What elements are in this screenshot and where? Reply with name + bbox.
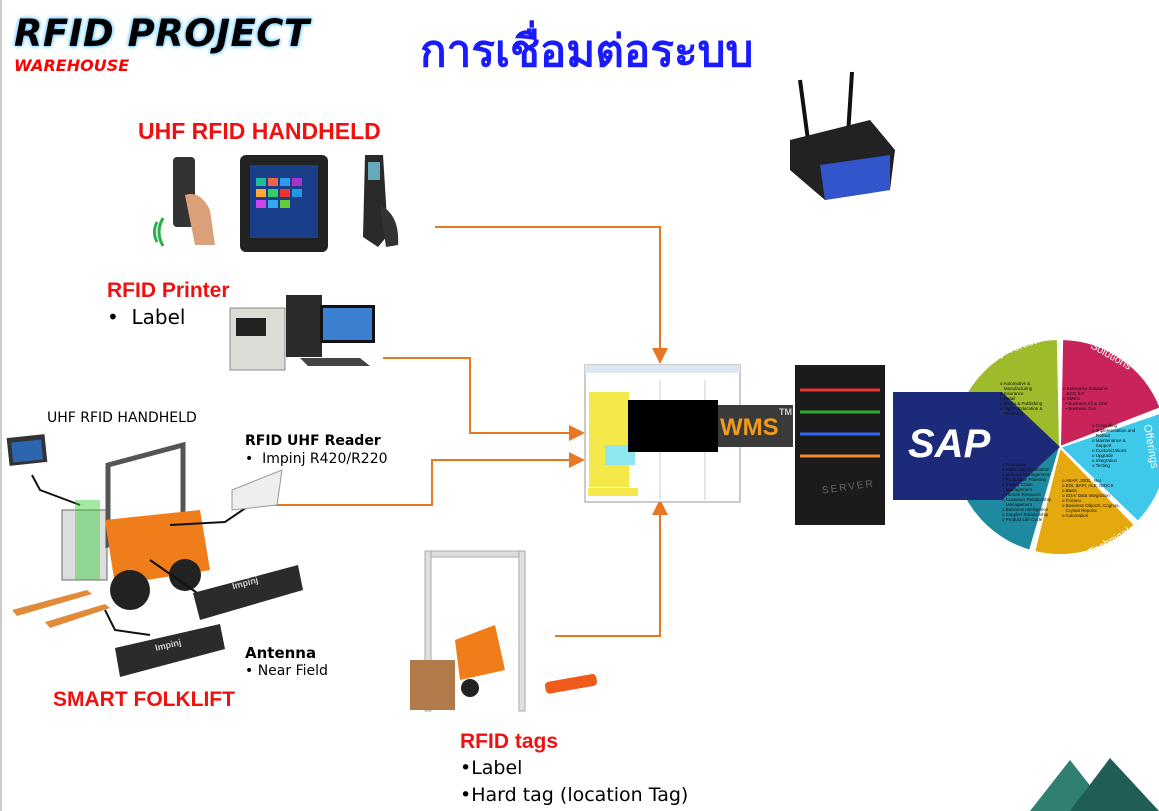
sap-segment-technical [1032,444,1137,556]
reader-bullet: • Impinj R420/R220 [245,451,388,467]
project-title: RFID PROJECT [14,12,310,55]
arrow-handheld-to-wms [435,226,668,364]
corner-mountains-decoration [1030,758,1159,811]
sap-logo-block [893,392,1060,500]
reader-heading: RFID UHF Reader [245,433,381,449]
smart-forklift-title: SMART FOLKLIFT [53,688,235,711]
slide-edge [0,0,2,811]
sap-items-functional: o Financials o Sales and Distribution o … [1002,462,1052,522]
sap-items-industry: o Automotive & Manufacturing o Insurance… [1000,381,1043,416]
antenna-heading: Antenna [245,644,317,662]
tags-heading: RFID tags [460,730,559,753]
handheld-devices-image [153,155,399,252]
sap-items-solutions: o Enterprise Solutions- ECC 6.0 o SME's … [1063,386,1109,411]
arrow-tags-to-wms [555,499,668,637]
wms-logo-text: WMS [720,414,779,441]
forklift-image [6,434,251,636]
printer-bullet: • Label [107,305,186,329]
antenna-bullet: • Near Field [245,663,328,679]
server-image [795,365,885,525]
forklift-handheld-label: UHF RFID HANDHELD [47,410,197,426]
wireless-router-image [790,71,895,200]
rfid-reader-image [231,469,283,511]
sap-logo-text: SAP [908,422,991,466]
slide-title: การเชื่อมต่อระบบ [420,26,754,77]
project-subtitle: WAREHOUSE [14,56,130,75]
sap-items-technical: o ABAP, J2EE, .Net o EDI, BAPI, ALE, IDO… [1062,478,1120,518]
sap-segment-solutions [1058,338,1159,449]
arrow-printer-to-wms [383,357,585,441]
wms-tm: TM [779,407,792,417]
tags-bullet-hardtag: •Hard tag (location Tag) [460,784,689,806]
sap-segment-offerings [1058,412,1159,524]
handheld-heading: UHF RFID HANDHELD [138,118,381,144]
antenna-image [115,565,303,677]
arrow-reader-to-wms [275,452,585,506]
rfid-gate-image [410,550,597,712]
sap-items-offerings: o Consulting o Implementation and Rollou… [1092,423,1136,468]
tags-bullet-label: •Label [460,757,523,779]
printer-heading: RFID Printer [107,279,230,302]
printer-and-pc-image [229,295,375,371]
redaction-box [628,400,718,452]
connector-arrows [275,226,668,637]
